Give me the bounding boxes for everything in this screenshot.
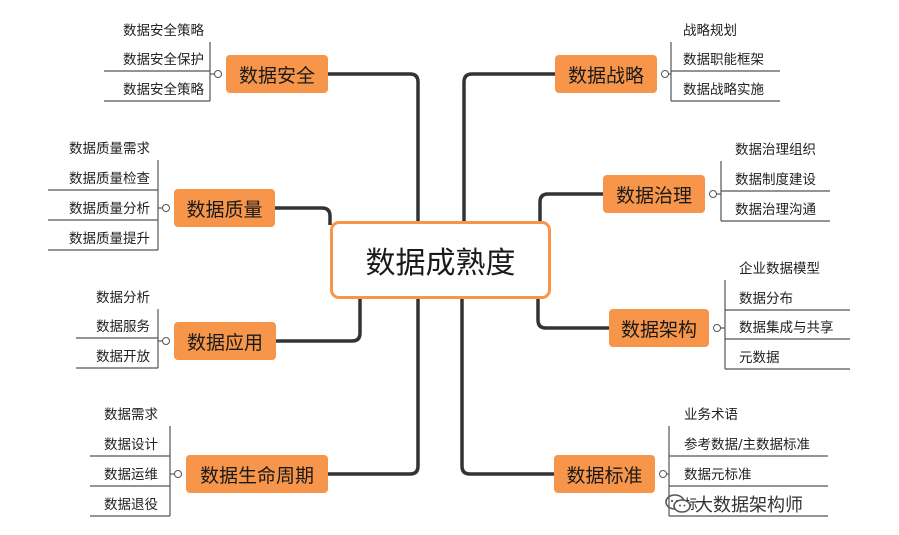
connector-quality: [275, 206, 332, 225]
connector-standard: [460, 299, 554, 476]
collapse-knob[interactable]: [709, 190, 717, 198]
subtopic[interactable]: 数据安全策略: [123, 23, 204, 39]
subtopic[interactable]: 数据安全保护: [123, 52, 204, 68]
subtopic[interactable]: 数据职能框架: [683, 52, 764, 68]
subtopic[interactable]: 数据治理组织: [735, 142, 816, 158]
subtopic[interactable]: 数据设计: [104, 437, 158, 453]
subtopic[interactable]: 战略规划: [683, 23, 737, 39]
subtopic[interactable]: 业务术语: [684, 407, 738, 423]
collapse-knob[interactable]: [659, 470, 667, 478]
topic-data-governance[interactable]: 数据治理: [603, 175, 705, 213]
subtopic[interactable]: 数据开放: [96, 349, 150, 365]
subtopic[interactable]: 数据需求: [104, 407, 158, 423]
subtopic[interactable]: 数据战略实施: [683, 82, 764, 98]
subtopic[interactable]: 数据治理沟通: [735, 202, 816, 218]
connector-application: [276, 299, 362, 343]
subtopic[interactable]: 参考数据/主数据标准: [684, 437, 811, 453]
subtopic[interactable]: 数据集成与共享: [739, 320, 834, 336]
subtopic[interactable]: 数据质量检查: [69, 171, 150, 187]
watermark: 大数据架构师: [665, 491, 803, 517]
topic-data-lifecycle[interactable]: 数据生命周期: [186, 455, 328, 493]
connector-governance: [538, 192, 603, 221]
subtopic[interactable]: 数据元标准: [684, 467, 752, 483]
subtopic[interactable]: 数据服务: [96, 319, 150, 335]
subtopic[interactable]: 数据安全策略: [123, 82, 204, 98]
connector-security: [328, 72, 420, 221]
wechat-icon: [665, 494, 691, 513]
connector-architecture: [536, 299, 609, 330]
collapse-knob[interactable]: [713, 324, 721, 332]
topic-data-strategy[interactable]: 数据战略: [555, 55, 657, 93]
collapse-knob[interactable]: [162, 204, 170, 212]
watermark-text: 大数据架构师: [695, 495, 803, 516]
topic-data-security[interactable]: 数据安全: [226, 55, 328, 93]
collapse-knob[interactable]: [162, 337, 170, 345]
topic-data-quality[interactable]: 数据质量: [174, 189, 275, 227]
subtopic[interactable]: 数据质量需求: [69, 141, 150, 157]
collapse-knob[interactable]: [214, 70, 222, 78]
subtopic[interactable]: 数据分析: [96, 290, 150, 306]
subtopic[interactable]: 数据分布: [739, 291, 793, 307]
subtopic[interactable]: 元数据: [739, 350, 780, 366]
topic-data-standard[interactable]: 数据标准: [554, 455, 655, 493]
topic-data-application[interactable]: 数据应用: [174, 322, 276, 360]
subtopic[interactable]: 企业数据模型: [739, 261, 820, 277]
topic-data-architecture[interactable]: 数据架构: [609, 309, 709, 347]
subtopic[interactable]: 数据质量分析: [69, 201, 150, 217]
subtopic[interactable]: 数据制度建设: [735, 172, 816, 188]
collapse-knob[interactable]: [661, 70, 669, 78]
subtopic[interactable]: 数据退役: [104, 497, 158, 513]
connector-lifecycle: [328, 299, 420, 476]
connector-strategy: [462, 72, 555, 221]
collapse-knob[interactable]: [174, 470, 182, 478]
central-topic[interactable]: 数据成熟度: [330, 221, 551, 299]
subtopic[interactable]: 数据质量提升: [69, 231, 150, 247]
subtopic[interactable]: 数据运维: [104, 467, 158, 483]
